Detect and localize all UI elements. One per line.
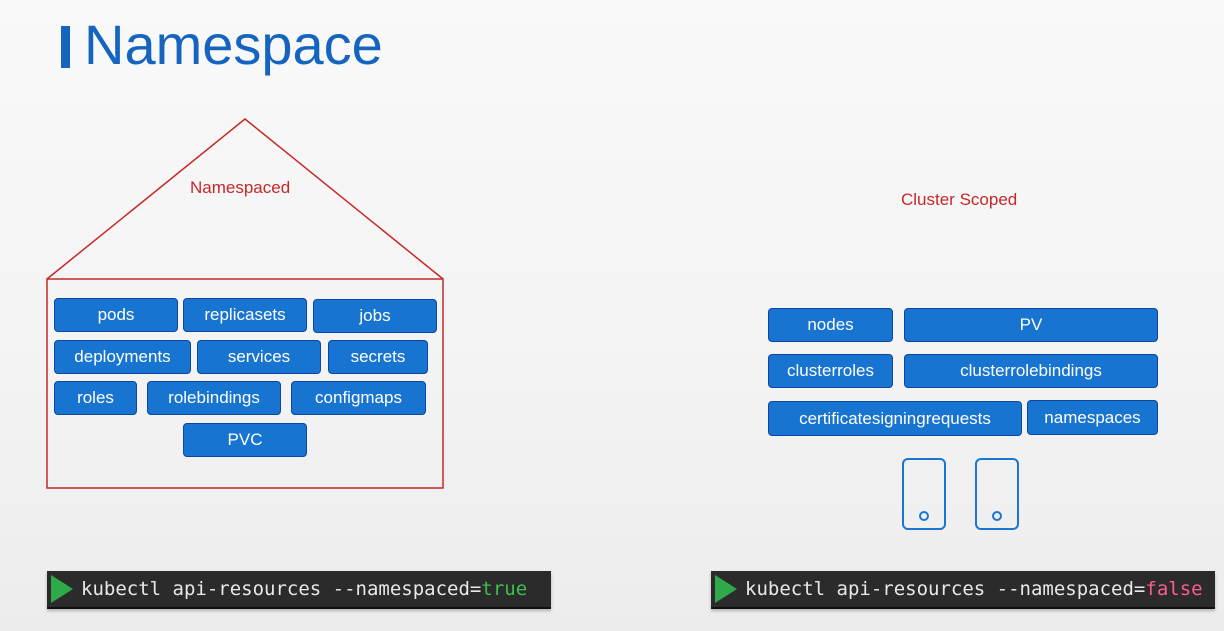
resource-clusterrolebindings: clusterrolebindings [904, 354, 1158, 388]
resource-certificatesigningrequests: certificatesigningrequests [768, 401, 1022, 436]
title-accent-bar [61, 26, 70, 68]
page-title: Namespace [84, 13, 383, 76]
resource-pods: pods [54, 298, 178, 332]
resource-services: services [197, 340, 321, 374]
server-icon [975, 458, 1019, 530]
resource-configmaps: configmaps [291, 381, 426, 415]
command-text: kubectl api-resources --namespaced= [81, 578, 482, 600]
command-namespaced-true: kubectl api-resources --namespaced=true [47, 571, 551, 609]
resource-nodes: nodes [768, 308, 893, 342]
play-icon [51, 575, 73, 603]
command-value: true [481, 578, 528, 600]
resource-pv: PV [904, 308, 1158, 342]
resource-replicasets: replicasets [183, 298, 307, 332]
resource-pvc: PVC [183, 423, 307, 457]
resource-namespaces: namespaces [1027, 400, 1158, 435]
resource-jobs: jobs [313, 299, 437, 333]
play-icon [715, 575, 737, 603]
command-text: kubectl api-resources --namespaced= [745, 578, 1146, 600]
cluster-scoped-label: Cluster Scoped [901, 190, 1018, 209]
command-namespaced-false: kubectl api-resources --namespaced=false [711, 571, 1215, 609]
resource-rolebindings: rolebindings [147, 381, 281, 415]
resource-clusterroles: clusterroles [768, 354, 893, 388]
resource-roles: roles [54, 381, 137, 415]
command-value: false [1145, 578, 1203, 600]
server-icon [902, 458, 946, 530]
namespaced-label: Namespaced [190, 178, 291, 197]
resource-deployments: deployments [54, 340, 191, 374]
resource-secrets: secrets [328, 340, 428, 374]
